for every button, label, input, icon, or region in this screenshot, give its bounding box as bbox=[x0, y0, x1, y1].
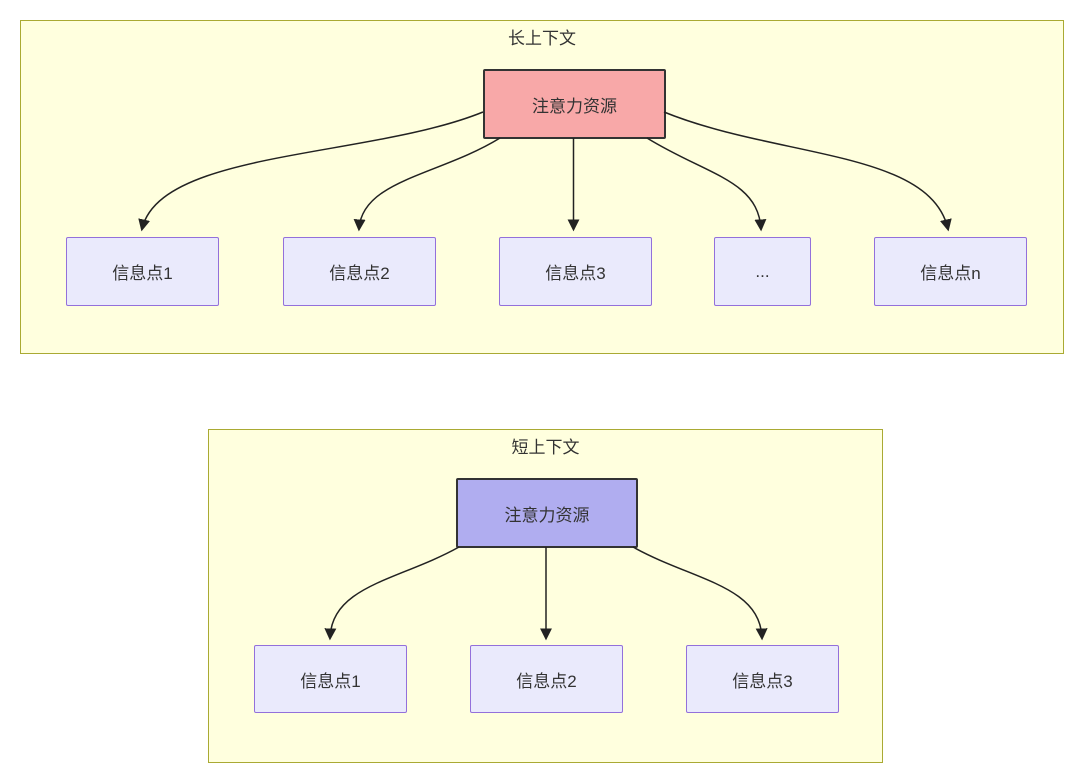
short-info-node-2: 信息点2 bbox=[470, 645, 623, 713]
long-context-container: 长上下文 注意力资源 信息点1 信息点2 信息点3 ... 信息点n bbox=[20, 20, 1064, 354]
attention-resource-node-short: 注意力资源 bbox=[456, 478, 638, 548]
info-node-2: 信息点2 bbox=[283, 237, 436, 306]
attention-resource-node-long: 注意力资源 bbox=[483, 69, 666, 139]
info-node-3: 信息点3 bbox=[499, 237, 652, 306]
short-context-container: 短上下文 注意力资源 信息点1 信息点2 信息点3 bbox=[208, 429, 883, 763]
info-node-ellipsis: ... bbox=[714, 237, 811, 306]
short-info-node-3: 信息点3 bbox=[686, 645, 839, 713]
info-node-1: 信息点1 bbox=[66, 237, 219, 306]
long-context-title: 长上下文 bbox=[508, 29, 576, 48]
short-context-title: 短上下文 bbox=[511, 438, 580, 457]
info-node-n: 信息点n bbox=[874, 237, 1027, 306]
short-info-node-1: 信息点1 bbox=[254, 645, 407, 713]
